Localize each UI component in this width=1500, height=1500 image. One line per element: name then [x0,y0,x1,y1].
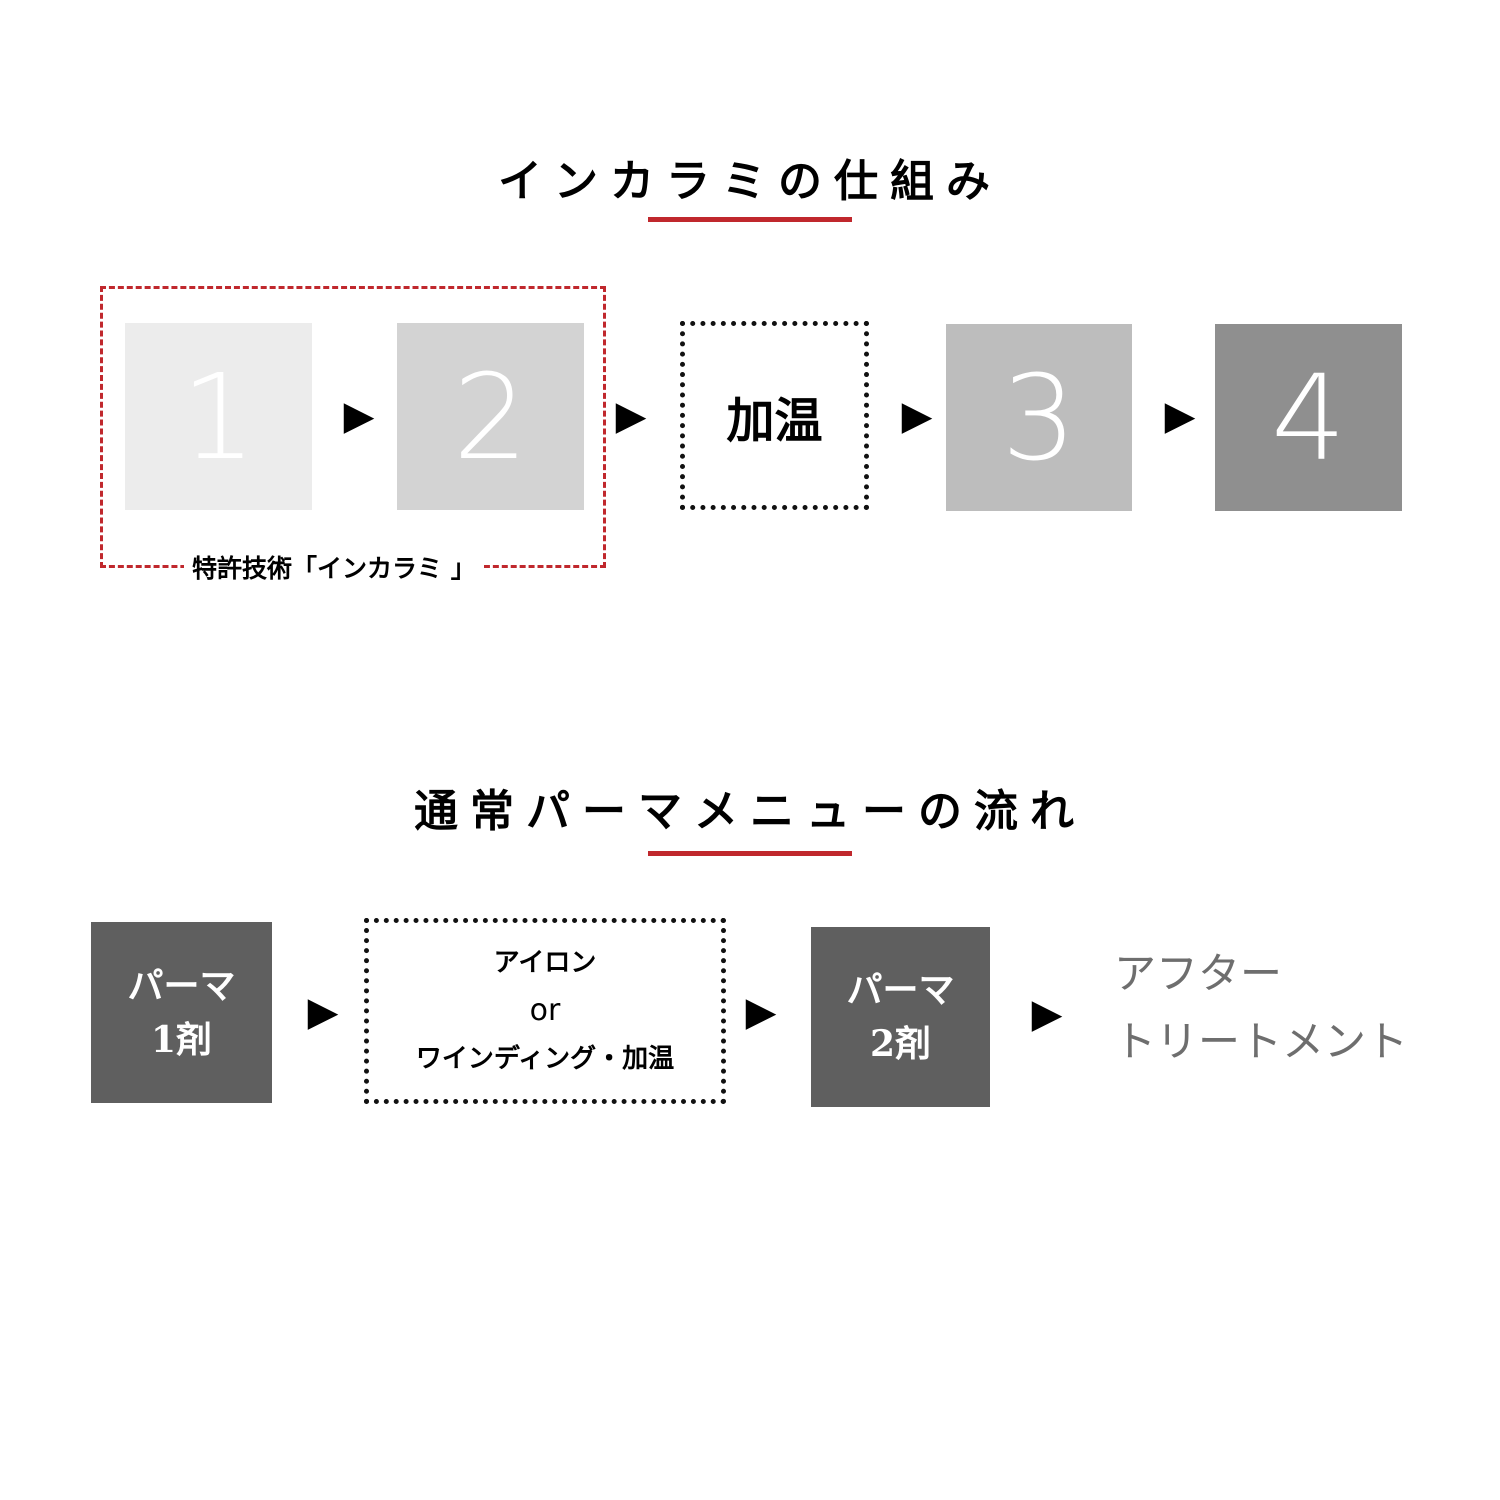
step-1-box: 1 [125,323,312,510]
step-2-box: 2 [397,323,584,510]
arrow-right-icon: ▶ [901,393,933,439]
perm-agent-1-box: パーマ 1剤 [91,922,272,1103]
iron-winding-process-text: アイロン or ワインディング・加温 [416,939,674,1083]
heating-step-label: 加温 [726,392,823,449]
after-treatment-line1: アフター [1114,949,1283,998]
section2-title: 通常パーマメニューの流れ [414,786,1086,837]
arrow-right-icon: ▶ [745,989,777,1035]
process-line-winding: ワインディング・加温 [415,1044,675,1074]
perm-agent-2-box: パーマ 2剤 [811,927,990,1107]
step-3-box: 3 [946,324,1132,511]
perm-agent-1-line1: パーマ [127,964,236,1007]
process-line-or: or [529,993,561,1028]
perm-agent-2-line1: パーマ [846,969,955,1011]
after-treatment-line2: トリートメント [1114,1017,1409,1066]
section1-title-underline [648,217,852,222]
perm-agent-1-line2: 1剤 [150,1018,213,1061]
arrow-right-icon: ▶ [307,989,339,1035]
arrow-right-icon: ▶ [615,393,647,439]
arrow-right-icon: ▶ [343,393,375,439]
arrow-right-icon: ▶ [1031,991,1063,1037]
iron-winding-process-box: アイロン or ワインディング・加温 [364,918,726,1104]
perm-agent-2-line2: 2剤 [869,1023,932,1065]
process-line-iron: アイロン [493,948,597,978]
section1-title: インカラミの仕組み [498,156,1002,207]
section2-title-underline [648,851,852,856]
step-4-box: 4 [1215,324,1402,511]
patent-technology-label: 特許技術「インカラミ 」 [184,552,484,586]
after-treatment-text: アフター トリートメント [1114,940,1408,1076]
arrow-right-icon: ▶ [1164,393,1196,439]
heating-step-box: 加温 [680,321,869,510]
